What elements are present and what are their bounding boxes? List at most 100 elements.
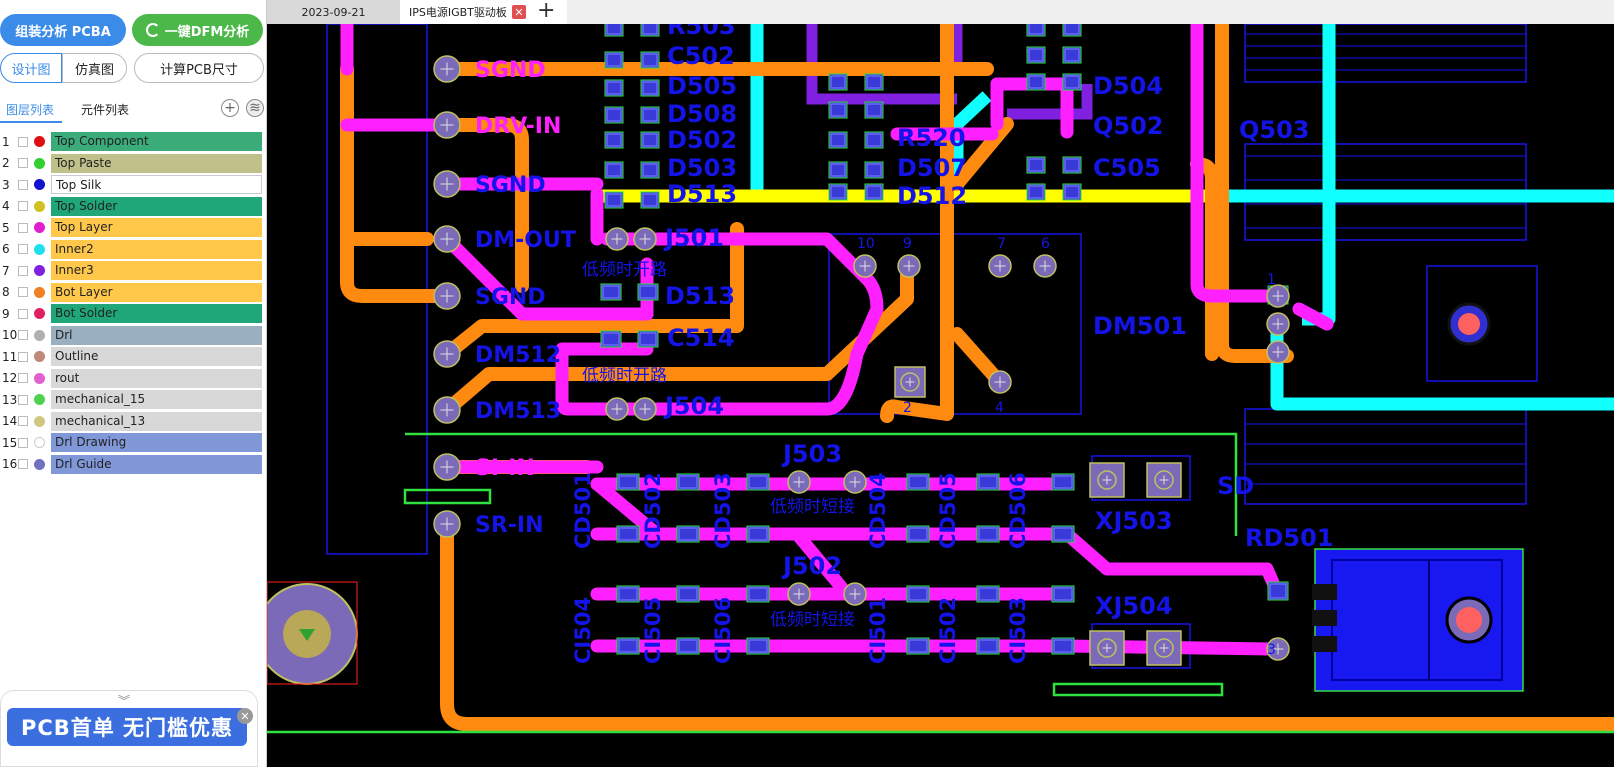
ref-label-vertical: CD504	[866, 472, 890, 549]
smd-pad	[746, 637, 770, 655]
smd-pad	[1026, 24, 1046, 37]
close-icon[interactable]: ✕	[237, 708, 253, 724]
layer-visibility-checkbox[interactable]	[18, 416, 28, 427]
new-tab-icon[interactable]: +	[537, 0, 556, 23]
layer-visibility-checkbox[interactable]	[18, 136, 28, 147]
layer-visibility-checkbox[interactable]	[18, 308, 28, 319]
dfm-analysis-button[interactable]: 一键DFM分析	[132, 14, 263, 46]
smd-pad	[616, 585, 640, 603]
chevron-down-icon[interactable]: ︾	[118, 694, 131, 708]
layer-visibility-checkbox[interactable]	[18, 287, 28, 298]
layer-name: Inner2	[51, 239, 262, 259]
pin-number: 10	[857, 236, 875, 252]
layers-icon[interactable]: ≋	[246, 99, 264, 117]
ref-labels: R503C502D505D508D502D503D513J501D513C514…	[571, 24, 1334, 664]
promo-banner[interactable]: PCB首单 无门槛优惠	[7, 708, 247, 746]
ref-label: R503	[667, 24, 736, 40]
smd-pad	[640, 51, 660, 69]
ref-label: D512	[897, 182, 967, 210]
ref-label-vertical: CD505	[936, 472, 960, 549]
layer-number: 15	[2, 435, 18, 450]
smd-pad	[864, 183, 884, 201]
layer-visibility-checkbox[interactable]	[18, 459, 28, 470]
layer-visibility-checkbox[interactable]	[18, 394, 28, 405]
smd-pad	[746, 473, 770, 491]
smd-pad	[864, 73, 884, 91]
layer-visibility-checkbox[interactable]	[18, 244, 28, 255]
tab-parts[interactable]: 元件列表	[81, 103, 130, 117]
smd-pad	[676, 473, 700, 491]
ref-label-vertical: CD501	[571, 472, 595, 549]
pcba-analysis-button[interactable]: 组装分析 PCBA	[0, 14, 126, 46]
ref-label: XJ504	[1095, 592, 1173, 620]
layer-color-icon	[34, 458, 45, 470]
layer-number: 7	[2, 263, 10, 278]
layer-visibility-checkbox[interactable]	[18, 265, 28, 276]
layer-visibility-checkbox[interactable]	[18, 222, 28, 233]
tab-layers[interactable]: 图层列表	[6, 103, 55, 117]
layer-visibility-checkbox[interactable]	[18, 158, 28, 169]
pcba-label: 组装分析 PCBA	[15, 24, 111, 40]
pin-number: 3	[1267, 642, 1276, 658]
close-tab-icon[interactable]: ✕	[512, 5, 526, 19]
smd-pad	[976, 637, 1000, 655]
smd-pad	[604, 79, 624, 97]
simulation-view-button[interactable]: 仿真图	[62, 53, 127, 83]
layer-color-icon	[34, 157, 45, 169]
ref-label: Q502	[1093, 112, 1164, 140]
layer-name: Outline	[51, 347, 262, 367]
smd-pad	[976, 473, 1000, 491]
smd-pad	[604, 51, 624, 69]
ref-label-vertical: CD502	[641, 472, 665, 549]
ref-label-vertical: CD503	[711, 472, 735, 549]
ref-label: D513	[667, 180, 737, 208]
ref-label: D504	[1093, 72, 1163, 100]
layer-visibility-checkbox[interactable]	[18, 330, 28, 341]
layer-color-icon	[34, 415, 45, 427]
layer-color-icon	[34, 308, 45, 320]
tab-date[interactable]: 2023-09-21	[267, 0, 400, 24]
add-layer-icon[interactable]: +	[221, 99, 239, 117]
layer-name: rout	[51, 368, 262, 388]
tab-board[interactable]: IPS电源IGBT驱动板	[400, 0, 567, 24]
layer-visibility-checkbox[interactable]	[18, 179, 28, 190]
layer-color-icon	[34, 136, 45, 148]
layer-visibility-checkbox[interactable]	[18, 437, 28, 448]
layer-visibility-checkbox[interactable]	[18, 201, 28, 212]
layer-name: Top Component	[51, 132, 262, 152]
layer-number: 5	[2, 220, 10, 235]
layer-visibility-checkbox[interactable]	[18, 373, 28, 384]
layer-visibility-checkbox[interactable]	[18, 351, 28, 362]
smd-pad	[864, 131, 884, 149]
layer-name: Top Paste	[51, 153, 262, 173]
pin-number: 6	[1041, 236, 1050, 252]
calc-pcb-size-button[interactable]: 计算PCB尺寸	[134, 53, 264, 83]
ref-label: J504	[663, 392, 724, 420]
layer-color-icon	[34, 351, 45, 363]
ref-label: J503	[781, 440, 842, 468]
pin-number: 7	[997, 236, 1006, 252]
smd-pad	[864, 161, 884, 179]
ref-label: D508	[667, 100, 737, 128]
design-view-button[interactable]: 设计图	[0, 53, 62, 83]
layer-color-icon	[34, 394, 45, 406]
pcb-canvas[interactable]: SGNDDRV-INSGNDDM-OUTSGNDDM512DM513SI-INS…	[267, 24, 1614, 767]
